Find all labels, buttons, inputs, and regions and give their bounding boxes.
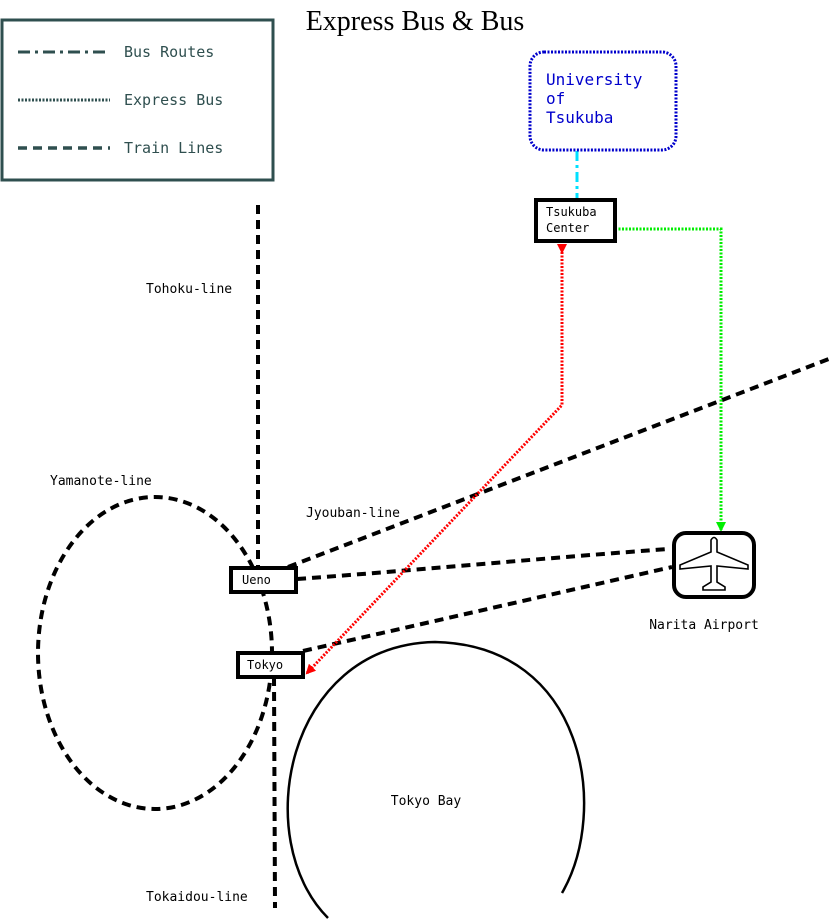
- map-title: Express Bus & Bus: [306, 6, 525, 37]
- legend-train-lines-label: Train Lines: [124, 139, 223, 157]
- express-bus-tsukuba-narita: [607, 224, 726, 532]
- university-label-line-2: of: [546, 89, 565, 108]
- tokaidou-line-label: Tokaidou-line: [146, 890, 248, 905]
- jyouban-line-label: Jyouban-line: [306, 506, 400, 521]
- ueno-box: [229, 566, 298, 594]
- university-label-line-1: University: [546, 70, 643, 89]
- ueno-narita-line: [296, 547, 669, 581]
- tokaidou-line: [272, 676, 277, 909]
- tohoku-line-label: Tohoku-line: [146, 282, 232, 297]
- ueno-station: Ueno: [229, 566, 298, 594]
- tokyo-station: Tokyo: [236, 651, 305, 679]
- tokyo-box: [236, 651, 305, 679]
- airplane-icon: [679, 536, 749, 591]
- university-of-tsukuba: University of Tsukuba: [528, 50, 678, 152]
- tsukuba-center-box: [534, 198, 617, 243]
- tsukuba-center-label-line-2: Center: [546, 221, 589, 235]
- narita-airport: Narita Airport: [649, 531, 759, 633]
- legend-bus-routes-label: Bus Routes: [124, 43, 214, 61]
- express-bus-tokyo-tsukuba: [305, 244, 567, 675]
- yamanote-line-label: Yamanote-line: [50, 474, 152, 489]
- tokyo-narita-line: [302, 565, 673, 653]
- tokyo-bay-outline: [286, 640, 586, 919]
- narita-airport-label: Narita Airport: [649, 618, 759, 633]
- legend-express-bus-label: Express Bus: [124, 91, 223, 109]
- legend: Bus Routes Express Bus Train Lines: [0, 18, 275, 182]
- tokyo-label: Tokyo: [247, 658, 283, 672]
- tokyo-bay-label: Tokyo Bay: [391, 794, 462, 809]
- university-label-line-3: Tsukuba: [546, 108, 613, 127]
- university-box: [528, 50, 678, 152]
- tsukuba-center-label-line-1: Tsukuba: [546, 205, 597, 219]
- ueno-label: Ueno: [242, 573, 271, 587]
- tsukuba-center-station: Tsukuba Center: [534, 198, 617, 243]
